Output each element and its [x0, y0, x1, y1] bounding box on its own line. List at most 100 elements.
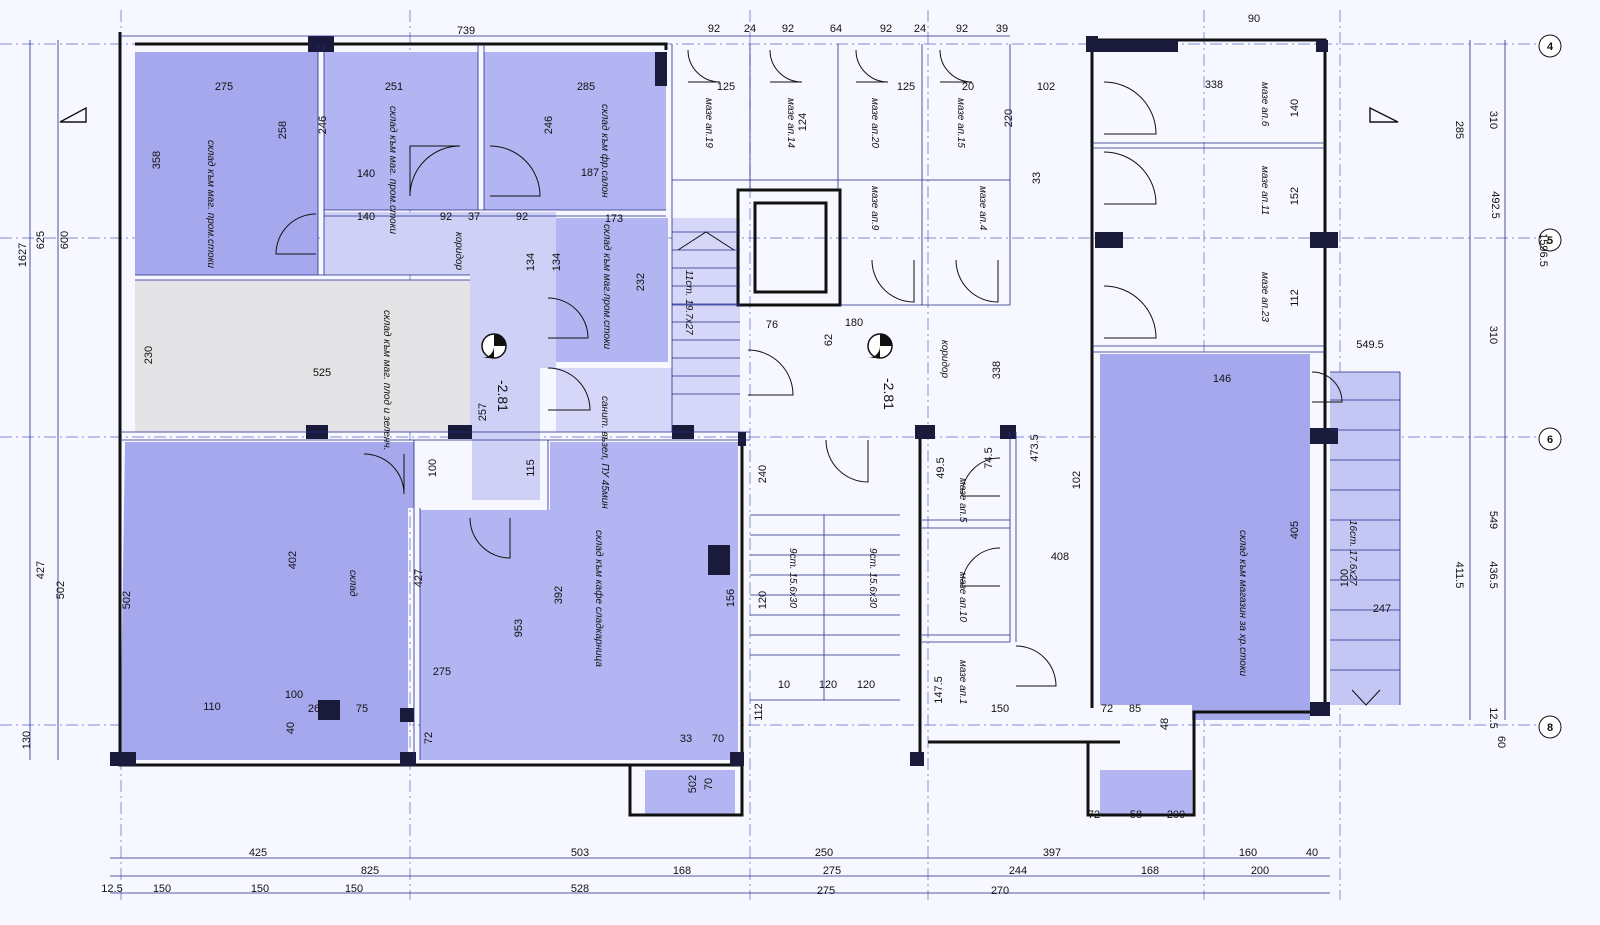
- dim-inner-46: 62: [823, 334, 835, 346]
- dim-inner-61: 74.5: [983, 447, 995, 468]
- dim-inner-41: 10: [778, 679, 790, 691]
- room-label-10: коридор: [939, 340, 950, 378]
- dim-inner-68: 85: [1129, 703, 1141, 715]
- dim-inner-5: 246: [317, 116, 329, 134]
- dim-inner-21: 100: [427, 459, 439, 477]
- door-swings: [275, 49, 1343, 687]
- stair-label-4: 16ст. 17.6х27: [1347, 520, 1358, 586]
- room-storage-1: [135, 52, 318, 275]
- room-storage-4: [556, 218, 668, 362]
- dim-left-0: 1627: [17, 243, 29, 267]
- dim-inner-32: 100: [285, 689, 303, 701]
- dim-inner-65: 102: [1037, 81, 1055, 93]
- dim-inner-31: 26: [308, 703, 320, 715]
- axis-label-5: 5: [1547, 235, 1553, 247]
- dim-bottom3-5: 275: [817, 885, 835, 897]
- dim-bottom1-5: 40: [1306, 847, 1318, 859]
- dim-inner-43: 120: [857, 679, 875, 691]
- dim-inner-57: 247: [1373, 603, 1391, 615]
- dim-bottom3-4: 528: [571, 883, 589, 895]
- section-mark-left: [59, 106, 87, 123]
- dim-top-8: 39: [996, 23, 1008, 35]
- stair-label-1: 11ст. 19.7х27: [683, 270, 694, 335]
- dim-inner-73: 90: [1248, 13, 1260, 25]
- dim-inner-70: 72: [1088, 809, 1100, 821]
- dim-inner-28: 110: [203, 701, 221, 713]
- room-food-annex: [1100, 770, 1192, 815]
- dim-inner-50: 146: [1213, 373, 1231, 385]
- dim-bottom2-3: 244: [1009, 865, 1027, 877]
- dim-inner-24: 502: [121, 591, 133, 609]
- dim-inner-35: 70: [712, 733, 724, 745]
- room-cafe-annex: [645, 770, 735, 815]
- room-cafe-storage: [420, 442, 738, 760]
- dim-right-2: 310: [1487, 111, 1499, 129]
- dim-inner-7: 140: [357, 168, 375, 180]
- room-label-8: склад към кафе сладкарница: [593, 530, 605, 667]
- room-storage-3: [484, 52, 666, 210]
- dim-inner-49: 338: [1205, 79, 1223, 91]
- dim-inner-69: 48: [1159, 718, 1171, 730]
- dim-right-4: 310: [1487, 326, 1499, 344]
- dim-inner-23: 427: [413, 569, 425, 587]
- dim-inner-15: 134: [551, 253, 563, 271]
- dim-bottom3-1: 150: [153, 883, 171, 895]
- dim-bottom1-0: 425: [249, 847, 267, 859]
- dim-inner-19: 257: [477, 403, 489, 421]
- room-stair-left: [556, 218, 740, 432]
- dim-inner-22: 402: [287, 551, 299, 569]
- level-text-right: -2.81: [881, 378, 897, 410]
- room-label-23: санит. възел, ПУ 45мин: [599, 396, 610, 509]
- dim-inner-59: 147.5: [933, 676, 945, 704]
- stair-label-3: 9ст. 15.6х30: [867, 548, 878, 608]
- dim-top-0: 739: [457, 25, 475, 37]
- dim-inner-12: 92: [516, 211, 528, 223]
- dim-inner-44: 112: [753, 703, 765, 721]
- dim-right-7: 436.5: [1487, 561, 1499, 589]
- dim-bottom1-2: 250: [815, 847, 833, 859]
- dim-bottom3-6: 270: [991, 885, 1009, 897]
- dim-inner-16: 232: [635, 273, 647, 291]
- room-label-4: склад към маг.пром.стоки: [601, 224, 612, 350]
- axis-label-8: 8: [1547, 722, 1553, 734]
- room-label-15: мазе ап.9: [869, 186, 880, 231]
- dim-inner-14: 134: [525, 253, 537, 271]
- dim-inner-38: 156: [725, 589, 737, 607]
- dim-inner-58: 150: [991, 703, 1009, 715]
- dim-inner-45: 76: [766, 319, 778, 331]
- dim-left-2: 600: [59, 231, 71, 249]
- dim-inner-9: 140: [357, 211, 375, 223]
- dim-inner-77: 125: [897, 81, 915, 93]
- dim-inner-78: 20: [962, 81, 974, 93]
- dim-bottom1-1: 503: [571, 847, 589, 859]
- room-label-22: мазе ап.1: [957, 660, 968, 704]
- dim-right-0: 1596.5: [1537, 233, 1549, 267]
- room-label-18: мазе ап.11: [1259, 166, 1270, 215]
- dim-bottom1-3: 397: [1043, 847, 1061, 859]
- dim-left-4: 502: [55, 581, 67, 599]
- room-fills: [120, 52, 1400, 815]
- room-storage-2: [324, 52, 478, 210]
- dim-left-3: 427: [35, 561, 47, 579]
- level-marker-left: [481, 333, 507, 359]
- dim-bottom2-2: 275: [823, 865, 841, 877]
- dim-inner-34: 33: [680, 733, 692, 745]
- dim-inner-47: 180: [845, 317, 863, 329]
- room-label-7: склад: [347, 570, 358, 597]
- dim-right-8: 12.5: [1487, 707, 1499, 728]
- dim-inner-74: 220: [1003, 109, 1015, 127]
- dim-inner-25: 392: [553, 586, 565, 604]
- dim-inner-18: 525: [313, 367, 331, 379]
- dim-inner-53: 112: [1289, 289, 1301, 307]
- level-marker-right: [867, 333, 893, 359]
- room-produce-storage: [135, 280, 470, 432]
- dim-top-5: 92: [880, 23, 892, 35]
- room-corridor-left: [324, 212, 556, 500]
- dim-bottom2-5: 200: [1251, 865, 1269, 877]
- room-label-9: склад към магазин за хр.стоки: [1237, 530, 1248, 677]
- room-storage-big: [120, 442, 414, 760]
- room-stair-right: [1330, 372, 1400, 705]
